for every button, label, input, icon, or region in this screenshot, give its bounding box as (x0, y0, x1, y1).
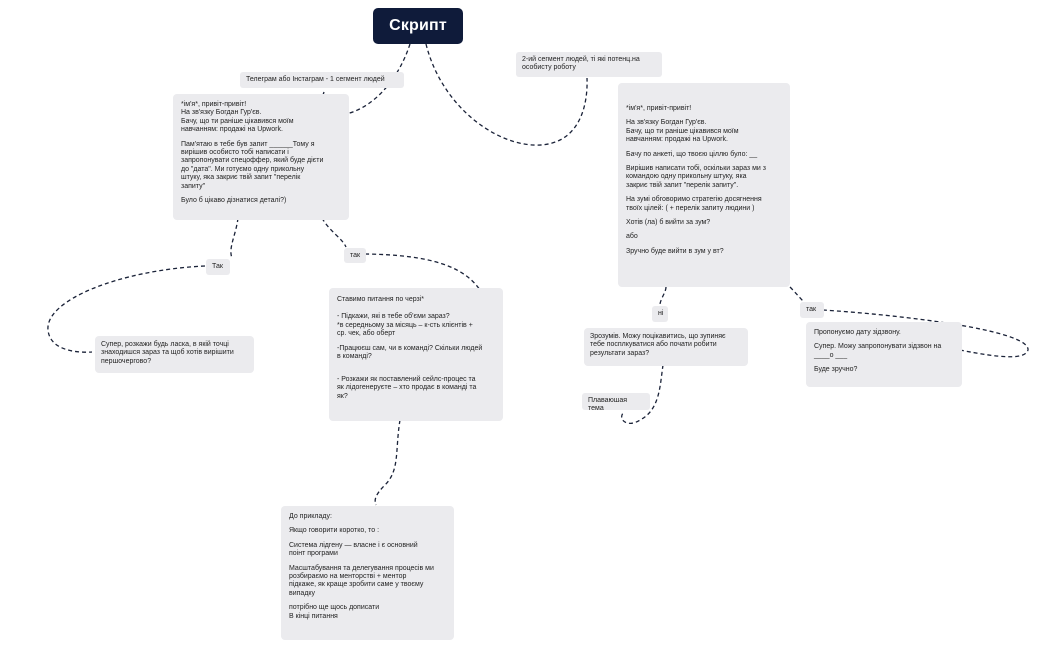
questions-paragraph: - Підкажи, які в тебе об'єми зараз? *в с… (337, 313, 473, 338)
script2-paragraph: Хотів (ла) б вийти за зум? (626, 219, 711, 227)
offer-card: Пропонуємо дату зідзвону. Супер. Можу за… (806, 322, 962, 387)
questions-paragraph: Ставимо питання по черзі* (337, 296, 425, 303)
diagram-title: Скрипт (373, 8, 463, 44)
example-paragraph: Масштабування та делегування процесів ми… (289, 564, 434, 597)
offer-paragraph: Буде зручно? (814, 366, 858, 374)
super1-card: Супер, розкажи будь ласка, в якій точці … (95, 336, 254, 373)
understood-text: Зрозумів. Можу поцікавитись, що зупиняє … (590, 333, 726, 357)
segment2-node: 2-ий сегмент людей, ті які потенц.на осо… (516, 52, 662, 77)
script1-paragraph: Пам'ятаю в тебе був запит ______Тому я в… (181, 140, 324, 190)
connector-script1-yes-left (230, 217, 239, 259)
answer-yes-mid: так (344, 248, 366, 263)
connector-script2-yes-right (789, 286, 804, 302)
script2-paragraph: Зручно буде вийти в зум у вт? (626, 247, 724, 255)
answer-yes-left: Так (206, 259, 230, 275)
script2-paragraph: На зв'язку Богдан Гур'єв. Бачу, що ти ра… (626, 119, 739, 144)
script2-card: *ім'я*, привіт-привіт! На зв'язку Богдан… (618, 83, 790, 287)
example-card: До прикладу: Якщо говорити коротко, то :… (281, 506, 454, 640)
questions-paragraph: -Працюєш сам, чи в команді? Скільки люде… (337, 344, 483, 361)
example-paragraph: потрібно ще щось дописати В кінці питанн… (289, 604, 380, 620)
script2-paragraph: або (626, 233, 638, 241)
answer-no-right: ні (652, 306, 668, 322)
example-paragraph: Система лідгену — власне і є основний по… (289, 541, 418, 558)
script2-paragraph: Вирішив написати тобі, оскільки зараз ми… (626, 165, 766, 189)
script1-paragraph: *ім'я*, привіт-привіт! На зв'язку Богдан… (181, 101, 294, 134)
floating-topic-node: Плаваюшая тема (582, 393, 650, 412)
connector-questions-example (374, 419, 401, 506)
connector-script1-yes-mid (321, 217, 347, 248)
questions-paragraph: - Розкажи як поставлений сейлс-процес та… (337, 375, 477, 400)
example-paragraph: Якщо говорити коротко, то : (289, 527, 380, 535)
super1-text: Супер, розкажи будь ласка, в якій точці … (101, 341, 234, 365)
questions-card: Ставимо питання по черзі* - Підкажи, які… (329, 288, 503, 421)
offer-paragraph: Супер. Можу запропонувати зідзвон на ___… (814, 343, 942, 359)
connector-script2-no (659, 286, 667, 305)
offer-paragraph: Пропонуємо дату зідзвону. (814, 329, 901, 336)
script2-paragraph: Бачу по анкеті, що твоєю ціллю було: __ (626, 150, 758, 158)
script1-paragraph: Було б цікаво дізнатися деталі?) (181, 197, 287, 205)
answer-yes-right: так (800, 302, 824, 318)
segment1-node: Телеграм або Інстаграм - 1 сегмент людей (240, 72, 404, 88)
script2-paragraph: *ім'я*, привіт-привіт! (626, 105, 692, 112)
script1-card: *ім'я*, привіт-привіт! На зв'язку Богдан… (173, 94, 349, 220)
understood-card: Зрозумів. Можу поцікавитись, що зупиняє … (584, 328, 748, 366)
script2-paragraph: На зумі обговоримо стратегію досягнення … (626, 196, 762, 212)
example-paragraph: До прикладу: (289, 513, 332, 520)
